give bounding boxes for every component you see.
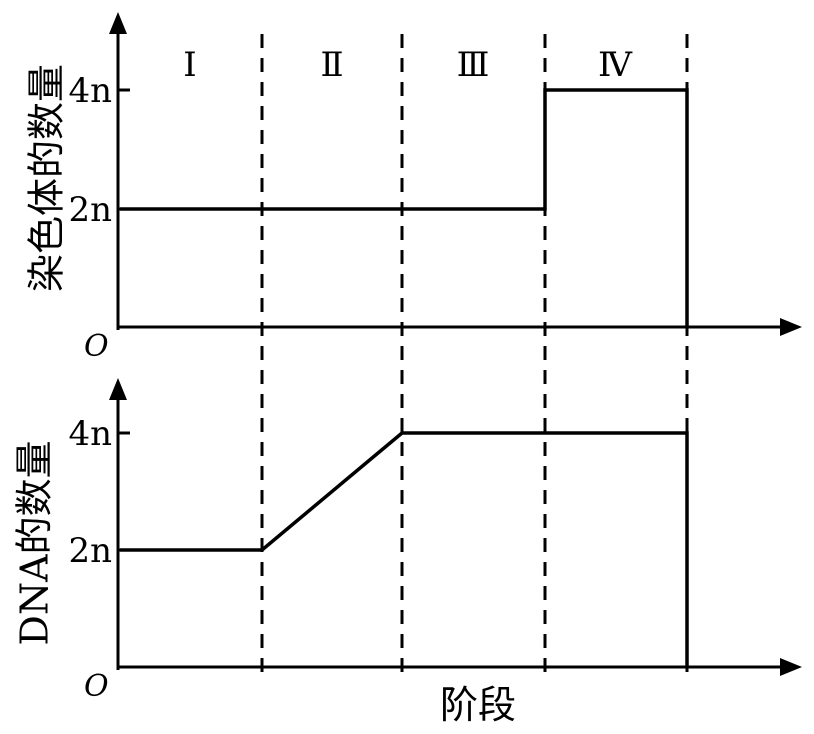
bottom-panel: 4n 2n O DNA的数量 阶段 (13, 378, 802, 727)
stage-label-2: Ⅱ (320, 45, 343, 85)
stage-label-1: Ⅰ (183, 45, 196, 85)
top-tick-label-4n: 4n (68, 71, 112, 111)
top-y-axis-label: 染色体的数量 (25, 64, 69, 292)
stage-label-3: Ⅲ (457, 45, 490, 85)
top-origin-label: O (84, 329, 109, 364)
bottom-y-arrow (109, 378, 127, 400)
top-panel: 4n 2n O 染色体的数量 Ⅰ Ⅱ Ⅲ Ⅳ (25, 12, 802, 364)
top-x-arrow (780, 318, 802, 336)
stage-label-4: Ⅳ (598, 45, 633, 85)
bottom-y-axis-label: DNA的数量 (13, 440, 57, 645)
top-y-arrow (109, 12, 127, 34)
bottom-tick-label-2n: 2n (68, 531, 112, 571)
x-axis-label: 阶段 (440, 683, 516, 727)
bottom-origin-label: O (84, 669, 109, 704)
bottom-dna-line (120, 431, 689, 667)
bottom-tick-label-4n: 4n (68, 414, 112, 454)
bottom-x-arrow (780, 658, 802, 676)
top-tick-label-2n: 2n (68, 190, 112, 230)
stage-dividers (260, 34, 689, 672)
